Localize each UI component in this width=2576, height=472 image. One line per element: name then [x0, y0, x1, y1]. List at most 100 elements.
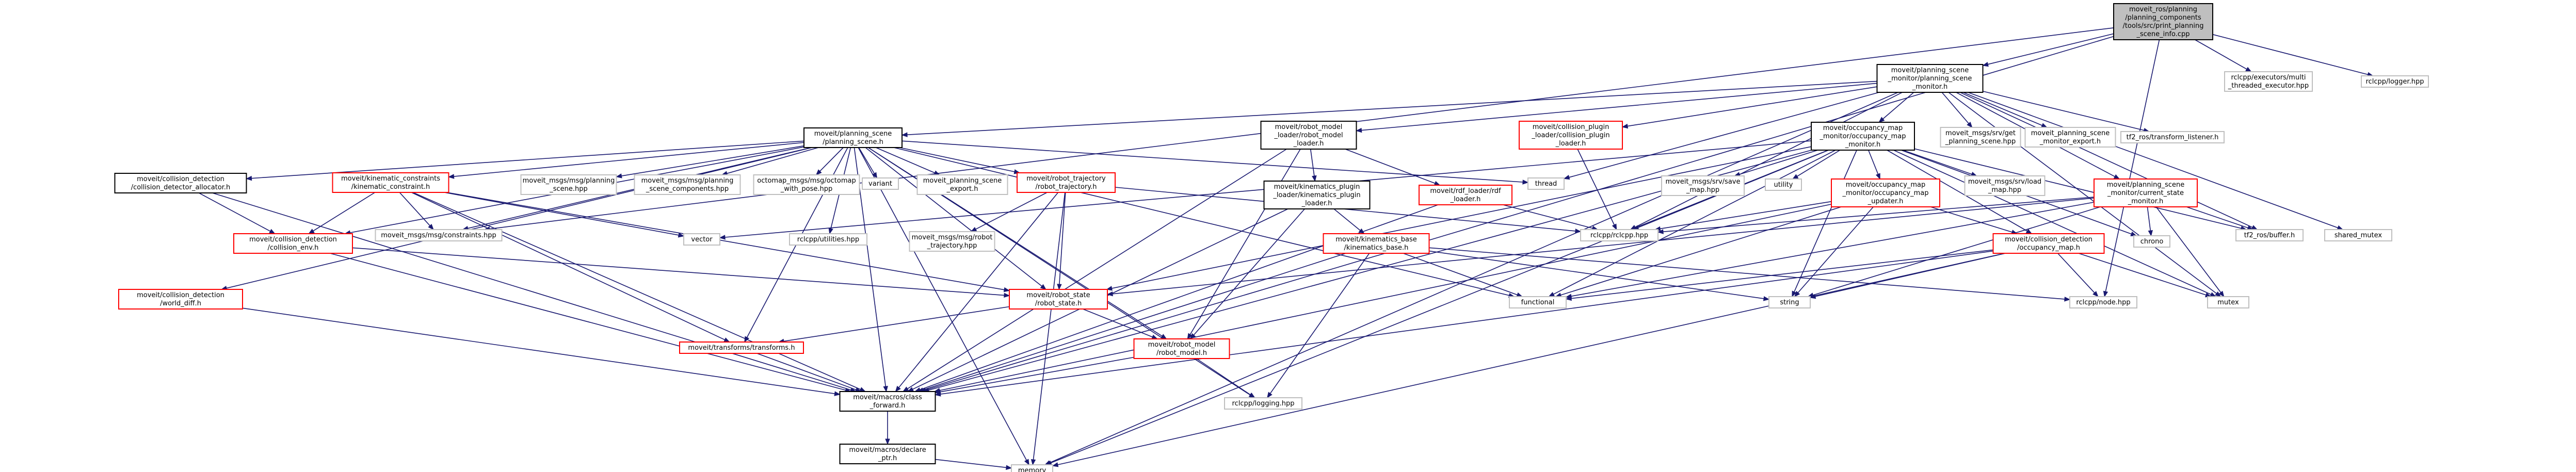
- node-label-line: rclcpp/executors/multi: [2231, 74, 2306, 82]
- node-box: [2069, 296, 2137, 308]
- node-label-line: moveit/collision_detection: [137, 291, 224, 299]
- node-cda[interactable]: moveit/collision_detection/collision_det…: [114, 173, 247, 193]
- node-kc[interactable]: moveit/kinematic_constraints/kinematic_c…: [332, 172, 449, 193]
- node-node[interactable]: rclcpp/node.hpp: [2069, 296, 2137, 308]
- node-shm[interactable]: shared_mutex: [2324, 229, 2392, 241]
- node-label-line: /kinematic_constraint.h: [351, 183, 430, 191]
- edge-arrowhead: [1024, 459, 1029, 466]
- edge-cde-to-cf: [330, 253, 846, 391]
- node-label-line: /planning_components: [2125, 14, 2201, 22]
- node-pse[interactable]: moveit_planning_scene_export.h: [916, 174, 1008, 195]
- node-label-line: _export.h: [946, 185, 978, 193]
- node-dp[interactable]: moveit/macros/declare_ptr.h: [839, 444, 936, 464]
- node-label-line: _with_pose.hpp: [780, 185, 832, 193]
- node-mte[interactable]: rclcpp/executors/multi_threaded_executor…: [2224, 71, 2313, 92]
- edge-kc-to-cde: [313, 192, 376, 232]
- node-kb[interactable]: moveit/kinematics_base/kinematics_base.h: [1323, 233, 1430, 254]
- node-label-line: _map.hpp: [1686, 186, 1719, 194]
- node-vector[interactable]: vector: [683, 233, 720, 246]
- node-functional[interactable]: functional: [1509, 296, 1567, 308]
- edge-psm-to-tfb: [1960, 92, 2253, 228]
- node-psm[interactable]: moveit/planning_scene_monitor/planning_s…: [1876, 64, 1984, 93]
- edge-psm-to-mutex: [1948, 92, 2217, 294]
- node-box: [2113, 3, 2213, 40]
- node-chrono[interactable]: chrono: [2133, 235, 2170, 248]
- node-util[interactable]: rclcpp/utilities.hpp: [789, 233, 867, 246]
- node-cpl[interactable]: moveit/collision_plugin_loader/collision…: [1519, 121, 1623, 150]
- node-psme[interactable]: moveit_planning_scene_monitor_export.h: [2024, 127, 2116, 148]
- edge-arrowhead: [1004, 292, 1010, 298]
- node-rml[interactable]: moveit/robot_model_loader/robot_model_lo…: [1260, 121, 1357, 150]
- edge-arrowhead: [1057, 284, 1062, 290]
- node-wd[interactable]: moveit/collision_detection/world_diff.h: [118, 289, 243, 310]
- edge-arrowhead: [1878, 117, 1885, 123]
- node-box: [1509, 296, 1567, 308]
- node-tfl[interactable]: tf2_ros/transform_listener.h: [2120, 131, 2225, 143]
- node-cde[interactable]: moveit/collision_detection/collision_env…: [233, 233, 353, 254]
- node-box: [1992, 233, 2105, 254]
- node-rt[interactable]: moveit/robot_trajectory/robot_trajectory…: [1017, 172, 1116, 193]
- node-root[interactable]: moveit_ros/planning/planning_components/…: [2113, 3, 2213, 40]
- node-label-line: rclcpp/utilities.hpp: [797, 236, 859, 243]
- node-kpl[interactable]: moveit/kinematics_plugin_loader/kinemati…: [1263, 181, 1371, 209]
- node-logging[interactable]: rclcpp/logging.hpp: [1224, 397, 1302, 410]
- node-omu[interactable]: moveit/occupancy_map_monitor/occupancy_m…: [1831, 178, 1940, 207]
- node-label-line: rclcpp/rclcpp.hpp: [1590, 232, 1648, 239]
- node-box: [233, 233, 353, 254]
- node-label-line: moveit/transforms/transforms.h: [688, 344, 795, 352]
- edge-kb-to-functional: [1403, 253, 1518, 296]
- node-rs[interactable]: moveit/robot_state/robot_state.h: [1009, 289, 1108, 310]
- node-memory[interactable]: memory: [1011, 464, 1053, 472]
- node-log[interactable]: rclcpp/logger.hpp: [2361, 75, 2429, 88]
- edge-arrowhead: [1763, 296, 1770, 301]
- node-ps[interactable]: moveit/planning_scene/planning_scene.h: [803, 127, 903, 148]
- node-label-line: moveit_msgs/msg/planning: [641, 177, 734, 185]
- node-tt[interactable]: moveit/transforms/transforms.h: [679, 341, 804, 354]
- node-thread[interactable]: thread: [1527, 177, 1565, 190]
- node-cf[interactable]: moveit/macros/class_forward.h: [839, 391, 936, 412]
- node-gps[interactable]: moveit_msgs/srv/get_planning_scene.hpp: [1940, 127, 2021, 148]
- node-label-line: moveit/collision_detection: [249, 236, 337, 243]
- nodes-layer: moveit_ros/planning/planning_components/…: [114, 3, 2429, 472]
- edge-psm-to-rml: [1361, 83, 1877, 131]
- edge-om-to-ocm: [1887, 150, 2027, 232]
- edge-arrowhead: [815, 169, 822, 175]
- edge-arrowhead: [1982, 61, 1989, 67]
- edge-rs-to-rm: [1083, 308, 1153, 338]
- edge-ps-to-kc: [454, 142, 804, 177]
- node-box: [1011, 464, 1053, 472]
- node-mcon[interactable]: moveit_msgs/msg/constraints.hpp: [375, 229, 503, 241]
- edge-arrowhead: [2092, 291, 2099, 297]
- node-mps[interactable]: moveit_msgs/msg/planning_scene.hpp: [520, 174, 617, 195]
- node-mutex[interactable]: mutex: [2207, 296, 2249, 308]
- edge-kb-to-logging: [1269, 253, 1370, 394]
- node-label-line: moveit/macros/declare: [849, 446, 926, 454]
- node-rdf[interactable]: moveit/rdf_loader/rdf_loader.h: [1419, 185, 1512, 205]
- node-tfb[interactable]: tf2_ros/buffer.h: [2235, 229, 2304, 241]
- node-box: [1133, 338, 1230, 359]
- node-rm[interactable]: moveit/robot_model/robot_model.h: [1133, 338, 1230, 359]
- node-label-line: moveit_msgs/srv/get: [1945, 129, 2016, 137]
- node-rclcpp[interactable]: rclcpp/rclcpp.hpp: [1580, 229, 1659, 241]
- node-mrt[interactable]: moveit_msgs/msg/robot_trajectory.hpp: [909, 231, 995, 252]
- node-label-line: functional: [1521, 299, 1555, 306]
- node-mpsc[interactable]: moveit_msgs/msg/planning_scene_component…: [634, 174, 741, 195]
- node-utility[interactable]: utility: [1765, 178, 1802, 191]
- edge-arrowhead: [2064, 297, 2071, 302]
- node-lm[interactable]: moveit_msgs/srv/load_map.hpp: [1964, 175, 2046, 196]
- node-ocm[interactable]: moveit/collision_detection/occupancy_map…: [1992, 233, 2105, 254]
- edge-root-to-psm: [1988, 33, 2114, 65]
- edge-arrowhead: [828, 227, 833, 235]
- node-om[interactable]: moveit/occupancy_map_monitor/occupancy_m…: [1811, 122, 1915, 151]
- node-label-line: rclcpp/node.hpp: [2076, 299, 2130, 306]
- node-csm[interactable]: moveit/planning_scene_monitor/current_st…: [2094, 178, 2198, 207]
- edge-root-to-mte: [2195, 39, 2247, 70]
- node-box: [1661, 175, 1745, 196]
- node-ssm[interactable]: moveit_msgs/srv/save_map.hpp: [1661, 175, 1745, 196]
- node-oct[interactable]: octomap_msgs/msg/octomap_with_pose.hpp: [753, 174, 860, 195]
- edge-arrowhead: [2215, 291, 2221, 297]
- edge-arrowhead: [834, 391, 841, 396]
- node-variant[interactable]: variant: [862, 177, 899, 190]
- node-string[interactable]: string: [1768, 296, 1811, 308]
- edge-arrowhead: [1548, 292, 1555, 297]
